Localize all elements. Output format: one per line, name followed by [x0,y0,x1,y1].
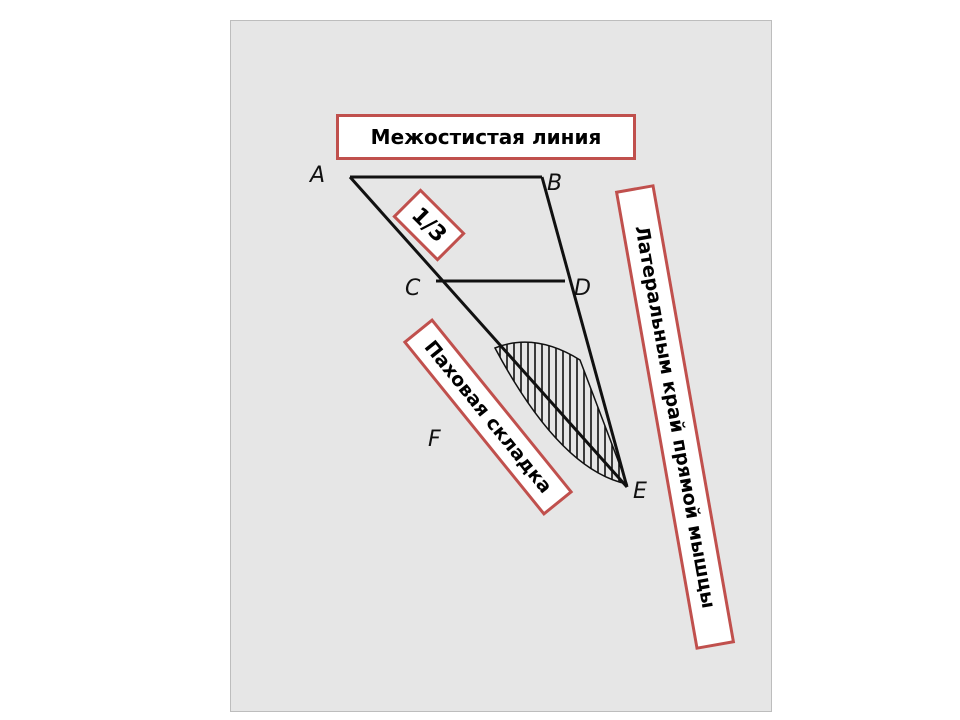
line-be [540,176,629,488]
point-e-label: E [633,479,647,504]
interspinous-line-text: Межостистая линия [370,125,602,149]
point-b-label: B [547,171,562,196]
interspinous-line-callout: Межостистая линия [336,114,636,160]
point-c-label: C [405,276,421,301]
triangle-lines [348,175,629,488]
line-ae [348,176,629,488]
point-a-label: A [308,163,325,188]
point-f-label: F [428,427,441,452]
point-d-label: D [574,276,591,301]
